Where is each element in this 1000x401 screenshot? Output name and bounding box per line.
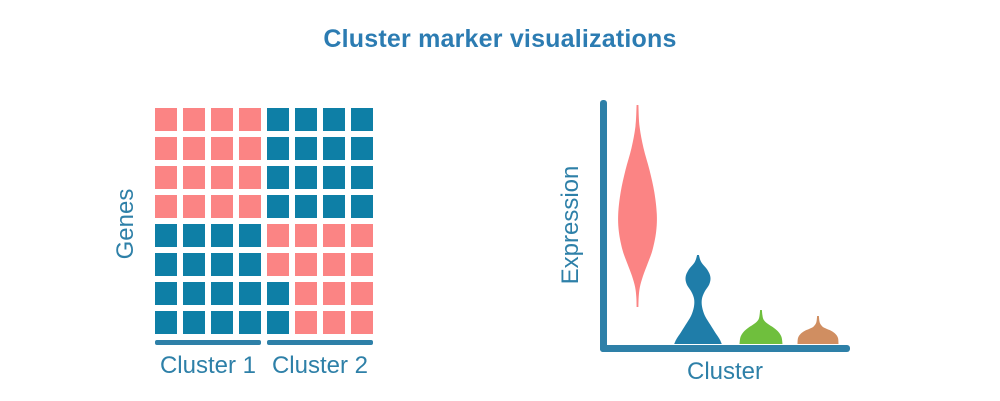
heatmap-cell (267, 311, 289, 334)
violin-x-axis-label: Cluster (686, 358, 764, 385)
violin-x-axis-line (600, 345, 850, 352)
heatmap-cell (239, 108, 261, 131)
heatmap-cell (323, 108, 345, 131)
heatmap-cell (267, 253, 289, 276)
heatmap-cell (211, 195, 233, 218)
heatmap-cell (295, 108, 317, 131)
heatmap-cell (267, 224, 289, 247)
heatmap-cell (183, 253, 205, 276)
heatmap-cell (295, 253, 317, 276)
heatmap-cell (183, 195, 205, 218)
heatmap-cell (295, 195, 317, 218)
heatmap-cell (295, 137, 317, 160)
heatmap-cell (239, 166, 261, 189)
heatmap-cell (295, 224, 317, 247)
heatmap-cell (323, 137, 345, 160)
violin-3 (739, 310, 783, 344)
heatmap-cell (323, 282, 345, 305)
heatmap-cell (267, 282, 289, 305)
heatmap-cell (211, 108, 233, 131)
heatmap-cell (323, 224, 345, 247)
heatmap-cell (183, 137, 205, 160)
heatmap-cell (351, 282, 373, 305)
heatmap-cell (351, 108, 373, 131)
cluster2-label: Cluster 2 (271, 352, 369, 379)
heatmap-cell (155, 108, 177, 131)
heatmap-cell (155, 224, 177, 247)
figure-title: Cluster marker visualizations (323, 25, 677, 53)
heatmap-cell (239, 253, 261, 276)
heatmap-grid (155, 108, 373, 334)
heatmap-cell (183, 224, 205, 247)
heatmap-cell (267, 108, 289, 131)
heatmap-cell (155, 137, 177, 160)
heatmap-cell (239, 137, 261, 160)
heatmap-cell (211, 224, 233, 247)
heatmap-cell (267, 195, 289, 218)
heatmap-cell (239, 195, 261, 218)
heatmap-cell (351, 253, 373, 276)
cluster2-underline (267, 340, 373, 345)
heatmap-cell (295, 282, 317, 305)
heatmap-cell (211, 311, 233, 334)
heatmap-cell (211, 282, 233, 305)
heatmap-cell (155, 195, 177, 218)
heatmap-cell (211, 253, 233, 276)
cluster1-underline (155, 340, 261, 345)
heatmap-cell (183, 166, 205, 189)
heatmap-cell (323, 311, 345, 334)
violin-y-axis-label: Expression (557, 165, 584, 285)
heatmap-cell (267, 137, 289, 160)
heatmap-cell (351, 195, 373, 218)
heatmap-cell (295, 311, 317, 334)
heatmap-cell (239, 311, 261, 334)
heatmap-cell (239, 282, 261, 305)
heatmap-cell (183, 311, 205, 334)
violin-2 (674, 255, 722, 344)
violin-y-axis-line (600, 100, 607, 352)
heatmap-y-axis-label: Genes (112, 188, 139, 260)
heatmap-cell (323, 253, 345, 276)
violin-4 (797, 316, 839, 344)
heatmap-cell (351, 137, 373, 160)
heatmap-cell (155, 311, 177, 334)
heatmap-cell (295, 166, 317, 189)
heatmap-cell (183, 282, 205, 305)
heatmap-cell (351, 224, 373, 247)
heatmap-cell (323, 195, 345, 218)
heatmap-cell (267, 166, 289, 189)
heatmap-cell (351, 166, 373, 189)
heatmap-cell (211, 137, 233, 160)
cluster1-label: Cluster 1 (159, 352, 257, 379)
violin-1 (618, 105, 657, 307)
heatmap-cell (183, 108, 205, 131)
heatmap-cell (155, 253, 177, 276)
heatmap-cell (155, 282, 177, 305)
heatmap-cell (323, 166, 345, 189)
heatmap-cell (239, 224, 261, 247)
heatmap-cell (211, 166, 233, 189)
heatmap-cell (351, 311, 373, 334)
heatmap-cell (155, 166, 177, 189)
